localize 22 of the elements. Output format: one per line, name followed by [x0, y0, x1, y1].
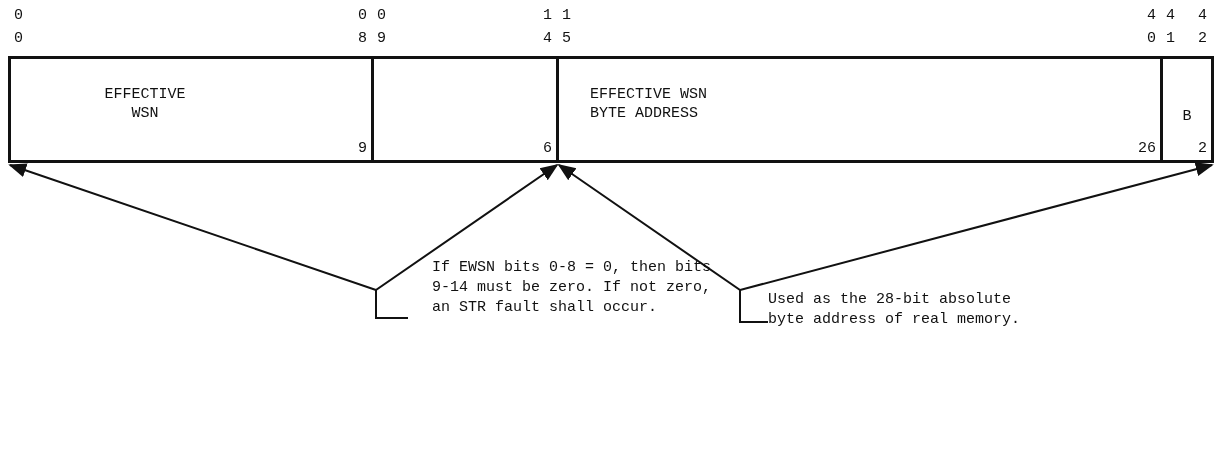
field-width: 2: [1198, 139, 1207, 158]
leader-line: [375, 164, 559, 319]
end-bit-number: 0 8: [357, 6, 368, 49]
note-text: Used as the 28-bit absolute byte address of real memory.: [768, 290, 1038, 330]
start-bit-number: 4 1: [1165, 6, 1176, 49]
end-bit-number: 1 4: [542, 6, 553, 49]
bit-field: [556, 56, 1163, 163]
bit-field: [1160, 56, 1214, 163]
start-bit-number: 0 9: [376, 6, 387, 49]
end-bit-number: 4 2: [1197, 6, 1208, 49]
field-width: 9: [358, 139, 367, 158]
field-name: EFFECTIVE WSN: [103, 85, 187, 123]
field-width: 26: [1138, 139, 1156, 158]
field-name: B: [1181, 107, 1193, 126]
field-width: 6: [543, 139, 552, 158]
bit-field: [8, 56, 374, 163]
start-bit-number: 1 5: [561, 6, 572, 49]
leader-line: [739, 162, 1214, 323]
bit-field: [371, 56, 559, 163]
field-name: EFFECTIVE WSN BYTE ADDRESS: [590, 85, 709, 123]
start-bit-number: 0 0: [13, 6, 24, 49]
end-bit-number: 4 0: [1146, 6, 1157, 49]
